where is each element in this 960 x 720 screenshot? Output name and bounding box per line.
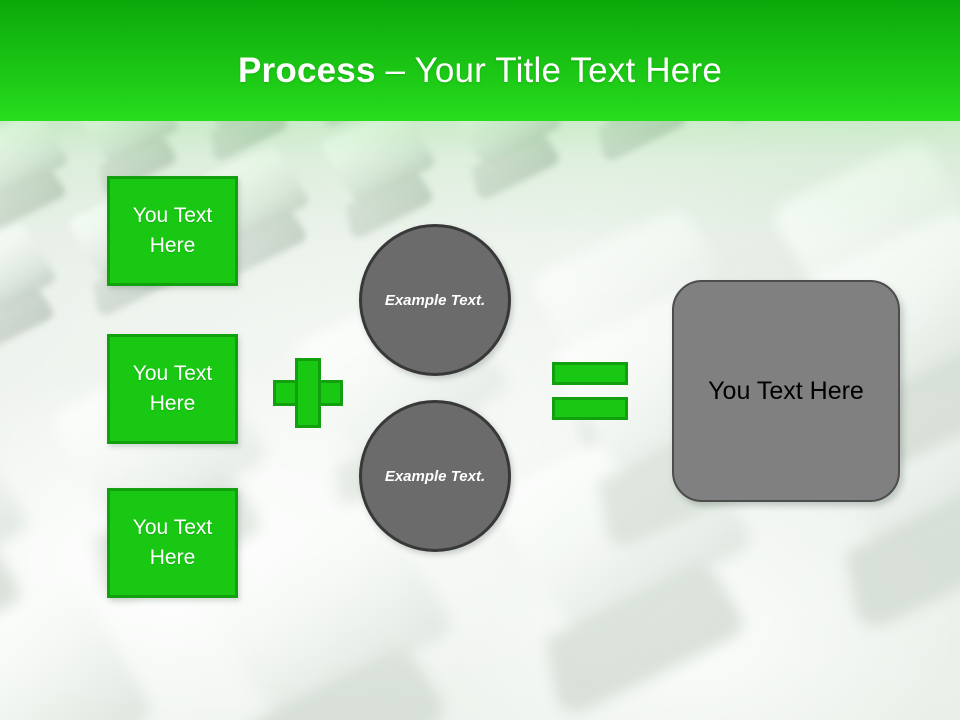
plus-icon <box>273 358 343 428</box>
input-box-2[interactable]: You Text Here <box>107 334 238 444</box>
title-banner: Process – Your Title Text Here <box>0 0 960 121</box>
page-title-strong: Process <box>238 51 386 90</box>
equals-icon-top-bar <box>552 362 628 385</box>
page-title: Process – Your Title Text Here <box>0 50 960 92</box>
example-circle-1-label: Example Text. <box>384 291 486 309</box>
example-circle-2[interactable]: Example Text. <box>359 400 511 552</box>
plus-icon-center <box>298 383 318 403</box>
example-circle-1[interactable]: Example Text. <box>359 224 511 376</box>
result-box-label: You Text Here <box>708 377 864 405</box>
equals-icon <box>552 362 628 420</box>
equals-icon-bottom-bar <box>552 397 628 420</box>
input-box-1[interactable]: You Text Here <box>107 176 238 286</box>
input-box-3[interactable]: You Text Here <box>107 488 238 598</box>
example-circle-2-label: Example Text. <box>384 467 486 485</box>
result-box[interactable]: You Text Here <box>672 280 900 502</box>
input-box-2-label: You Text Here <box>132 362 213 415</box>
input-box-1-label: You Text Here <box>132 204 213 257</box>
page-title-rest: – Your Title Text Here <box>385 51 722 90</box>
input-box-3-label: You Text Here <box>132 516 213 569</box>
